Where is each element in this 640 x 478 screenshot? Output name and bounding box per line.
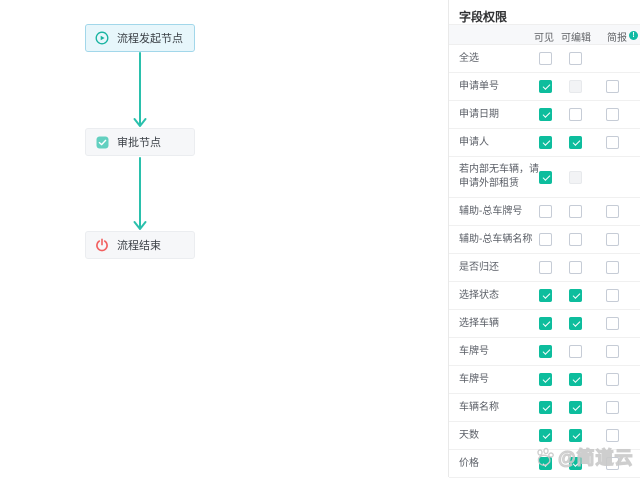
checkbox-brief[interactable] [606, 345, 619, 358]
field-label: 选择车辆 [459, 317, 499, 329]
checkbox-visible[interactable] [539, 108, 552, 121]
flow-canvas: 流程发起节点 审批节点 流程结束 [85, 24, 195, 259]
field-label: 车牌号 [459, 345, 489, 357]
field-label: 若内部无车辆，请申请外部租赁 [459, 164, 539, 189]
permission-row: 天数 [449, 422, 640, 450]
field-label: 辅助-总车辆名称 [459, 233, 533, 245]
field-label: 申请单号 [459, 80, 499, 92]
permission-row: 若内部无车辆，请申请外部租赁 [449, 157, 640, 198]
checkbox-editable[interactable] [569, 317, 582, 330]
flow-node-label: 审批节点 [117, 137, 161, 149]
checkbox-brief[interactable] [606, 205, 619, 218]
checkbox-visible[interactable] [539, 261, 552, 274]
checkbox-editable[interactable] [569, 136, 582, 149]
checkbox-visible[interactable] [539, 170, 552, 184]
field-label: 价格 [459, 457, 479, 469]
permission-row: 是否归还 [449, 254, 640, 282]
panel-title: 字段权限 [459, 10, 508, 24]
checkbox-visible[interactable] [539, 373, 552, 386]
checkbox-editable[interactable] [569, 52, 582, 65]
column-header-row: 可见 可编辑 简报 ! [449, 24, 640, 45]
checkbox-brief[interactable] [606, 457, 619, 470]
approval-icon [95, 135, 109, 149]
flow-node-label: 流程结束 [117, 240, 161, 252]
flow-node-approval[interactable]: 审批节点 [85, 128, 195, 156]
checkbox-editable[interactable] [569, 429, 582, 442]
flow-node-start[interactable]: 流程发起节点 [85, 24, 195, 52]
field-label: 是否归还 [459, 261, 499, 273]
permission-row: 辅助-总车辆名称 [449, 226, 640, 254]
permission-row: 选择车辆 [449, 310, 640, 338]
field-label: 全选 [459, 52, 479, 64]
checkbox-visible[interactable] [539, 205, 552, 218]
field-label: 申请日期 [459, 108, 499, 120]
checkbox-brief[interactable] [606, 261, 619, 274]
checkbox-visible[interactable] [539, 136, 552, 149]
checkbox-brief[interactable] [606, 289, 619, 302]
field-label: 辅助-总车牌号 [459, 205, 523, 217]
checkbox-editable [569, 170, 582, 184]
checkbox-editable[interactable] [569, 457, 582, 470]
field-label: 车牌号 [459, 373, 489, 385]
permission-row: 辅助-总车牌号 [449, 198, 640, 226]
power-icon [95, 238, 109, 252]
checkbox-editable[interactable] [569, 233, 582, 246]
permission-row: 申请日期 [449, 101, 640, 129]
flow-connector-arrows [133, 52, 147, 230]
column-header-brief: 简报 [607, 33, 627, 44]
checkbox-editable[interactable] [569, 108, 582, 121]
field-label: 车辆名称 [459, 401, 499, 413]
checkbox-visible[interactable] [539, 401, 552, 414]
checkbox-editable[interactable] [569, 345, 582, 358]
checkbox-brief[interactable] [606, 136, 619, 149]
checkbox-brief[interactable] [606, 373, 619, 386]
column-header-editable: 可编辑 [561, 33, 591, 44]
checkbox-visible[interactable] [539, 317, 552, 330]
permission-row: 价格 [449, 450, 640, 478]
permission-row: 申请人 [449, 129, 640, 157]
checkbox-visible[interactable] [539, 80, 552, 93]
permission-row: 车牌号 [449, 366, 640, 394]
column-header-visible: 可见 [534, 33, 554, 44]
checkbox-brief[interactable] [606, 108, 619, 121]
checkbox-visible[interactable] [539, 52, 552, 65]
permission-row: 全选 [449, 45, 640, 73]
checkbox-visible[interactable] [539, 289, 552, 302]
flow-node-label: 流程发起节点 [117, 33, 183, 45]
field-label: 申请人 [459, 136, 489, 148]
checkbox-editable[interactable] [569, 401, 582, 414]
checkbox-visible[interactable] [539, 233, 552, 246]
checkbox-editable[interactable] [569, 261, 582, 274]
play-circle-icon [95, 31, 109, 45]
permission-rows: 全选申请单号申请日期申请人若内部无车辆，请申请外部租赁辅助-总车牌号辅助-总车辆… [449, 45, 640, 478]
checkbox-editable[interactable] [569, 373, 582, 386]
permission-row: 车牌号 [449, 338, 640, 366]
permission-row: 选择状态 [449, 282, 640, 310]
info-circle-icon[interactable]: ! [629, 31, 638, 40]
flow-node-end[interactable]: 流程结束 [85, 231, 195, 259]
permission-row: 申请单号 [449, 73, 640, 101]
checkbox-brief[interactable] [606, 80, 619, 93]
checkbox-visible[interactable] [539, 457, 552, 470]
checkbox-visible[interactable] [539, 345, 552, 358]
checkbox-editable [569, 80, 582, 93]
field-permission-panel: 字段权限 可见 可编辑 简报 ! 全选申请单号申请日期申请人若内部无车辆，请申请… [448, 0, 640, 478]
field-label: 天数 [459, 429, 479, 441]
permission-row: 车辆名称 [449, 394, 640, 422]
checkbox-visible[interactable] [539, 429, 552, 442]
checkbox-editable[interactable] [569, 289, 582, 302]
checkbox-brief[interactable] [606, 401, 619, 414]
checkbox-brief[interactable] [606, 317, 619, 330]
checkbox-brief[interactable] [606, 429, 619, 442]
checkbox-brief[interactable] [606, 233, 619, 246]
field-label: 选择状态 [459, 289, 499, 301]
checkbox-editable[interactable] [569, 205, 582, 218]
